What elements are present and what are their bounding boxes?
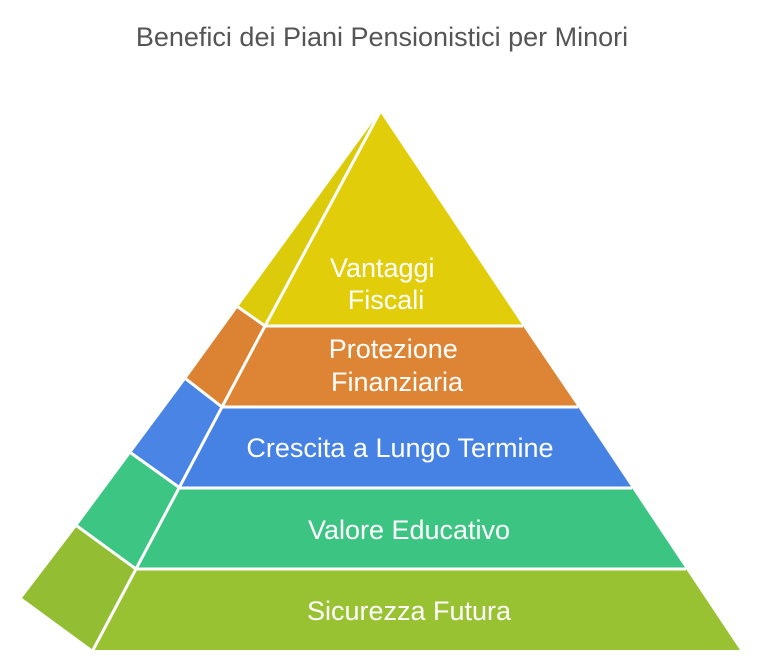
pyramid-level-protezione-finanziaria: Protezione Finanziaria [186,307,578,407]
pyramid-level-vantaggi-fiscali: Vantaggi Fiscali [238,112,523,326]
level-label-line: Sicurezza Futura [307,596,512,626]
svg-text:Crescita a Lungo Termine: Crescita a Lungo Termine [246,433,553,463]
level-label-line: Crescita a Lungo Termine [246,433,553,463]
level-side-face [77,453,180,569]
level-label-line: Finanziaria [331,367,464,397]
level-separators [76,111,686,651]
level-front-face [180,407,632,488]
level-side-face [22,526,136,650]
level-side-face [131,379,222,488]
level-front-face [265,112,523,326]
pyramid-level-crescita-a-lungo-termine: Crescita a Lungo Termine [131,379,632,488]
level-label-line: Vantaggi [330,253,435,283]
level-label-line: Fiscali [348,285,425,315]
level-label-line: Valore Educativo [308,515,510,545]
pyramid-level-valore-educativo: Valore Educativo [77,453,686,569]
svg-text:Valore Educativo: Valore Educativo [308,515,510,545]
level-side-face [186,307,265,407]
level-front-face [93,569,740,650]
diagram-title: Benefici dei Piani Pensionistici per Min… [135,22,629,52]
svg-text:Protezione Finanziaria: Protezione Finanziaria [329,334,466,397]
svg-text:Sicurezza Futura: Sicurezza Futura [307,596,512,626]
level-label-line: Protezione [329,334,458,364]
pyramid-level-sicurezza-futura: Sicurezza Futura [22,526,740,650]
level-front-face [136,488,686,569]
level-front-face [222,326,578,407]
svg-text:Vantaggi Fiscali: Vantaggi Fiscali [330,253,442,315]
level-side-face [238,112,380,326]
